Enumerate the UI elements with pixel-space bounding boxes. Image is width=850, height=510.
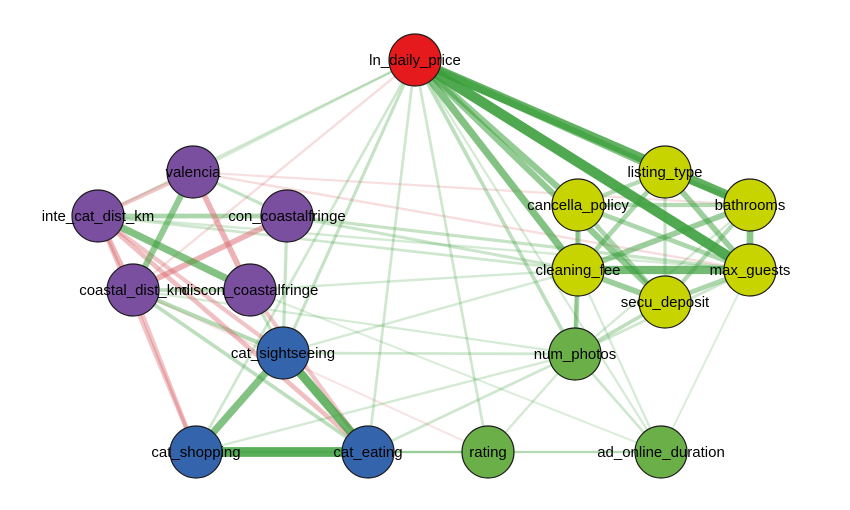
edge-num_photos-cat_shopping [194, 352, 577, 454]
node-label-cat_shopping: cat_shopping [151, 444, 240, 461]
edge-bathrooms-cleaning_fee [575, 202, 753, 273]
node-circle-cat_eating[interactable] [341, 425, 395, 479]
edge-cat_eating-num_photos [366, 352, 577, 454]
edge-max_guests-ad_online_duration [660, 269, 751, 453]
node-label-cat_eating: cat_eating [333, 444, 402, 461]
node-label-listing_type: listing_type [627, 164, 702, 181]
node-label-ln_daily_price: ln_daily_price [369, 52, 461, 69]
node-circle-coastal_dist_km[interactable] [106, 263, 160, 317]
edge-ln_daily_price-cat_sightseeing [281, 58, 417, 355]
edge-ln_daily_price-max_guests [409, 54, 756, 276]
node-circle-max_guests[interactable] [723, 243, 777, 297]
node-circle-bathrooms[interactable] [723, 178, 777, 232]
node-label-ad_online_duration: ad_online_duration [597, 444, 725, 461]
node-circle-inte_cat_dist_km[interactable] [71, 189, 125, 243]
edge-valencia-max_guests [191, 170, 752, 272]
node-circle-discon_coastalfringe[interactable] [223, 263, 277, 317]
edges-layer [94, 54, 756, 457]
node-circle-cat_sightseeing[interactable] [256, 326, 310, 380]
node-ad_online_duration[interactable]: ad_online_duration [597, 425, 725, 479]
node-circle-con_coastalfringe[interactable] [260, 189, 314, 243]
node-label-valencia: valencia [165, 164, 221, 181]
edge-coastal_dist_km-num_photos [131, 288, 577, 356]
edge-ln_daily_price-valencia [191, 58, 417, 174]
node-label-rating: rating [469, 444, 507, 461]
node-cat_sightseeing[interactable]: cat_sightseeing [231, 326, 335, 380]
node-circle-secu_deposit[interactable] [638, 275, 692, 329]
node-discon_coastalfringe[interactable]: discon_coastalfringe [182, 263, 319, 317]
edge-ln_daily_price-bathrooms [410, 55, 755, 210]
node-secu_deposit[interactable]: secu_deposit [621, 275, 710, 329]
node-ln_daily_price[interactable]: ln_daily_price [369, 33, 461, 87]
node-label-discon_coastalfringe: discon_coastalfringe [182, 282, 319, 299]
node-bathrooms[interactable]: bathrooms [715, 178, 786, 232]
node-label-cleaning_fee: cleaning_fee [535, 262, 620, 279]
node-label-bathrooms: bathrooms [715, 197, 786, 214]
node-label-num_photos: num_photos [534, 346, 617, 363]
node-rating[interactable]: rating [461, 425, 515, 479]
edge-inte_cat_dist_km-cat_eating [95, 213, 371, 455]
node-inte_cat_dist_km[interactable]: inte_cat_dist_km [42, 189, 155, 243]
node-label-max_guests: max_guests [710, 262, 791, 279]
node-num_photos[interactable]: num_photos [534, 327, 617, 381]
node-label-inte_cat_dist_km: inte_cat_dist_km [42, 208, 155, 225]
edge-cat_sightseeing-cleaning_fee [281, 268, 580, 355]
edge-inte_cat_dist_km-discon_coastalfringe [94, 212, 254, 294]
edge-ln_daily_price-rating [413, 58, 490, 454]
edge-coastal_dist_km-cat_sightseeing [130, 287, 286, 356]
edge-valencia-bathrooms [191, 170, 752, 207]
edge-discon_coastalfringe-cleaning_fee [248, 268, 580, 292]
edge-ln_daily_price-cat_shopping [194, 58, 417, 454]
edge-inte_cat_dist_km-cat_sightseeing [95, 213, 286, 356]
node-circle-num_photos[interactable] [548, 327, 602, 381]
node-circle-ad_online_duration[interactable] [634, 425, 688, 479]
node-circle-cleaning_fee[interactable] [551, 243, 605, 297]
node-con_coastalfringe[interactable]: con_coastalfringe [228, 189, 346, 243]
edge-ln_daily_price-inte_cat_dist_km [96, 58, 417, 218]
edge-coastal_dist_km-rating [132, 289, 489, 453]
edge-con_coastalfringe-coastal_dist_km [130, 213, 290, 293]
edge-ln_daily_price-ad_online_duration [413, 58, 663, 454]
edge-con_coastalfringe-max_guests [285, 214, 752, 272]
node-circle-ln_daily_price[interactable] [388, 33, 442, 87]
edge-cleaning_fee-ad_online_duration [576, 268, 663, 454]
edge-ln_daily_price-cat_eating [366, 58, 417, 454]
edge-cat_sightseeing-num_photos [281, 351, 577, 356]
edge-ln_daily_price-coastal_dist_km [131, 58, 417, 292]
node-circle-rating[interactable] [461, 425, 515, 479]
node-circle-cancella_policy[interactable] [551, 178, 605, 232]
node-cleaning_fee[interactable]: cleaning_fee [535, 243, 621, 297]
node-cat_shopping[interactable]: cat_shopping [151, 425, 241, 479]
node-max_guests[interactable]: max_guests [710, 243, 791, 297]
edge-coastal_dist_km-cat_shopping [130, 287, 199, 455]
edge-con_coastalfringe-cleaning_fee [285, 214, 580, 272]
node-label-con_coastalfringe: con_coastalfringe [228, 208, 346, 225]
edge-inte_cat_dist_km-cat_shopping [95, 213, 199, 455]
node-label-secu_deposit: secu_deposit [621, 294, 710, 311]
edge-ln_daily_price-num_photos [413, 58, 577, 356]
node-cancella_policy[interactable]: cancella_policy [527, 178, 629, 232]
edge-inte_cat_dist_km-cleaning_fee [96, 214, 580, 272]
edge-ln_daily_price-cleaning_fee [411, 56, 582, 274]
node-valencia[interactable]: valencia [165, 145, 221, 199]
node-cat_eating[interactable]: cat_eating [333, 425, 403, 479]
edge-ln_daily_price-secu_deposit [411, 56, 669, 306]
node-label-cancella_policy: cancella_policy [527, 197, 629, 214]
node-label-cat_sightseeing: cat_sightseeing [231, 345, 335, 362]
edge-discon_coastalfringe-ad_online_duration [249, 289, 662, 453]
edge-inte_cat_dist_km-max_guests [96, 214, 752, 272]
node-circle-valencia[interactable] [166, 145, 220, 199]
node-listing_type[interactable]: listing_type [627, 145, 703, 199]
node-label-coastal_dist_km: coastal_dist_km [79, 282, 187, 299]
node-circle-listing_type[interactable] [638, 145, 692, 199]
edge-coastal_dist_km-cat_eating [131, 288, 370, 454]
node-circle-cat_shopping[interactable] [169, 425, 223, 479]
node-coastal_dist_km[interactable]: coastal_dist_km [79, 263, 187, 317]
